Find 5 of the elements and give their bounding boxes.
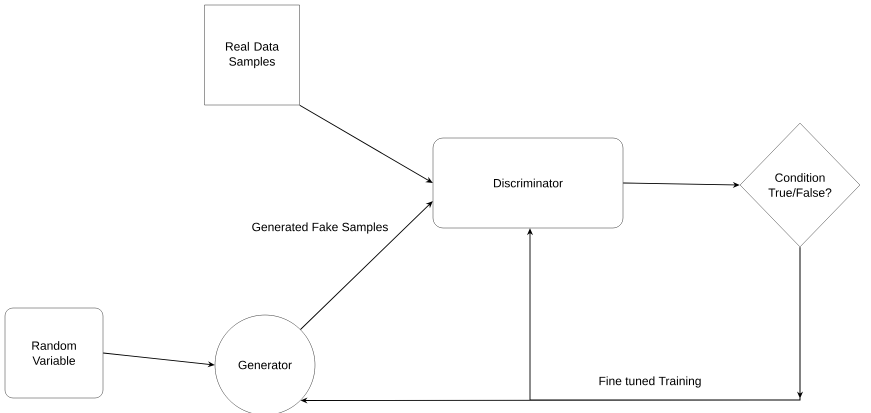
input-box: Random Variable xyxy=(4,308,104,398)
process-box: Discriminator xyxy=(432,138,624,228)
data-box: Real Data Samples xyxy=(204,4,300,106)
edge-label: Fine tuned Training xyxy=(598,375,702,389)
edge-label: Generated Fake Samples xyxy=(250,221,390,235)
